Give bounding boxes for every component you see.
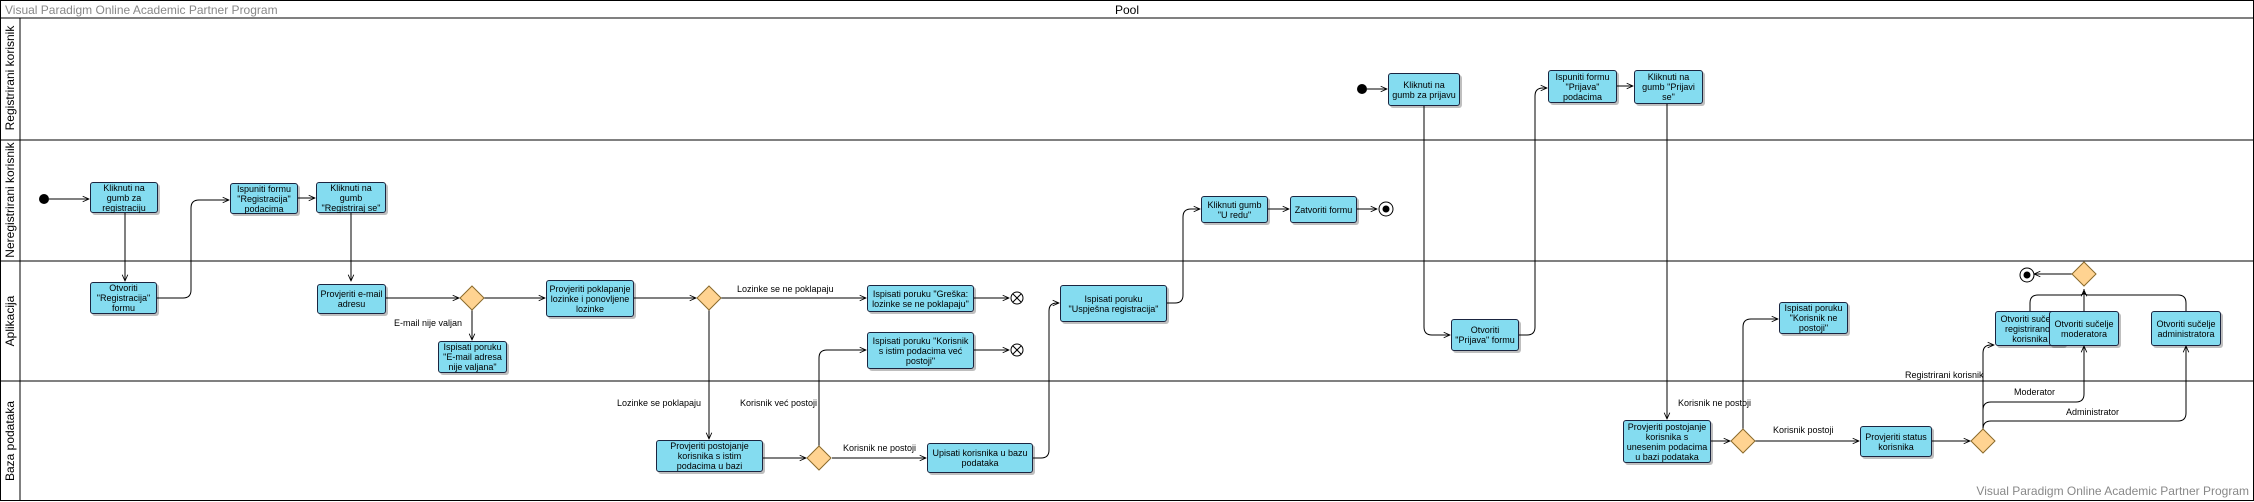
activity-print-password-error[interactable]: Ispisati poruku "Greška: lozinke se ne p… xyxy=(867,285,974,312)
lane-label-registered-user: Registrirani korisnik xyxy=(3,25,17,131)
edge-d5-to-a23 xyxy=(1982,346,2084,429)
watermark-top: Visual Paradigm Online Academic Partner … xyxy=(5,3,278,17)
decision-user-role xyxy=(1970,428,1996,454)
flow-final-node-password xyxy=(1010,291,1024,305)
activity-insert-user-db[interactable]: Upisati korisnika u bazu podataka xyxy=(927,443,1033,473)
activity-print-invalid-email[interactable]: Ispisati poruku "E-mail adresa nije valj… xyxy=(438,341,507,373)
decision-user-exists xyxy=(806,445,832,471)
activity-check-user-status[interactable]: Provjeriti status korisnika xyxy=(1860,426,1932,457)
edge-d3-to-a9 xyxy=(818,350,866,446)
activity-click-register-button[interactable]: Kliknuti na gumb za registraciju xyxy=(90,182,158,213)
pool-title: Pool xyxy=(1115,3,1140,17)
activity-click-login-button[interactable]: Kliknuti na gumb za prijavu xyxy=(1388,73,1460,106)
edge-a16-to-a17 xyxy=(1519,88,1547,336)
edge-a24-to-merge xyxy=(2083,289,2187,311)
edge-a11-to-a12 xyxy=(1033,303,1059,459)
activity-open-registration-form[interactable]: Otvoriti "Registracija" formu xyxy=(90,282,157,314)
initial-node-registration xyxy=(39,194,49,204)
activity-check-user-credentials[interactable]: Provjeriti postojanje korisnika s unesen… xyxy=(1623,420,1711,463)
activity-print-user-exists[interactable]: Ispisati poruku "Korisnik s istim podaci… xyxy=(867,332,974,369)
edge-label-role-registered: Registrirani korisnik xyxy=(1905,370,1984,380)
initial-node-login xyxy=(1357,84,1367,94)
edge-a15-to-a16 xyxy=(1423,106,1450,335)
decision-password-match xyxy=(696,285,722,311)
edge-label-email-invalid: E-mail nije valjan xyxy=(394,318,463,328)
activity-open-moderator-ui[interactable]: Otvoriti sučelje moderatora xyxy=(2049,311,2119,346)
activity-final-node-register xyxy=(1378,201,1394,217)
edge-a22-to-merge xyxy=(2029,289,2085,311)
lane-label-application: Aplikacija xyxy=(3,295,17,347)
edge-label-role-moderator: Moderator xyxy=(2014,387,2056,397)
decision-email-valid xyxy=(459,285,485,311)
edge-label-role-administrator: Administrator xyxy=(2066,407,2120,417)
activity-fill-login-form[interactable]: Ispuniti formu "Prijava" podacima xyxy=(1548,70,1617,103)
activity-print-user-not-exists[interactable]: Ispisati poruku "Korisnik ne postoji" xyxy=(1779,302,1848,334)
activity-close-form[interactable]: Zatvoriti formu xyxy=(1290,196,1357,223)
watermark-bottom: Visual Paradigm Online Academic Partner … xyxy=(1976,484,2249,498)
edge-d4-to-a20 xyxy=(1742,319,1778,429)
edge-label-user-not-exists: Korisnik ne postoji xyxy=(843,443,917,453)
activity-check-user-in-db[interactable]: Provjeriti postojanje korisnika s istim … xyxy=(656,440,763,472)
merge-node-interfaces xyxy=(2071,261,2097,287)
flow-final-node-user-exists xyxy=(1010,343,1024,357)
flow-edges xyxy=(49,86,2186,458)
activity-fill-registration-form[interactable]: Ispuniti formu "Registracija" podacima xyxy=(230,183,298,214)
decision-login-user-exists xyxy=(1730,428,1756,454)
activity-click-ok-button[interactable]: Kliknuti gumb "U redu" xyxy=(1201,196,1268,223)
edge-a2-to-a3 xyxy=(157,200,229,299)
activity-check-password-match[interactable]: Provjeriti poklapanje lozinke i ponovlje… xyxy=(546,280,634,317)
edge-label-user-exists: Korisnik već postoji xyxy=(740,398,818,408)
edge-label-login-user-exists: Korisnik postoji xyxy=(1773,425,1834,435)
edge-d5-to-a24 xyxy=(1982,346,2186,430)
activity-final-node-login xyxy=(2019,267,2035,283)
activity-print-registration-success[interactable]: Ispisati poruku "Uspješna registracija" xyxy=(1060,285,1167,322)
activity-open-administrator-ui[interactable]: Otvoriti sučelje administratora xyxy=(2151,311,2221,346)
edge-label-password-mismatch: Lozinke se ne poklapaju xyxy=(737,284,834,294)
edge-d5-to-a22 xyxy=(1982,345,1994,429)
activity-open-login-form[interactable]: Otvoriti "Prijava" formu xyxy=(1451,319,1519,351)
edge-a12-to-a13 xyxy=(1167,209,1200,304)
edge-label-login-user-not-exists: Korisnik ne postoji xyxy=(1678,398,1752,408)
activity-check-email[interactable]: Provjeriti e-mail adresu xyxy=(317,284,386,314)
edge-label-password-match: Lozinke se poklapaju xyxy=(617,398,702,408)
activity-click-register-submit[interactable]: Kliknuti na gumb "Registriraj se" xyxy=(316,182,386,213)
lane-label-unregistered-user: Neregistrirani korisnik xyxy=(3,142,17,258)
activity-click-login-submit[interactable]: Kliknuti na gumb "Prijavi se" xyxy=(1634,70,1703,104)
lane-label-database: Baza podataka xyxy=(3,400,17,482)
